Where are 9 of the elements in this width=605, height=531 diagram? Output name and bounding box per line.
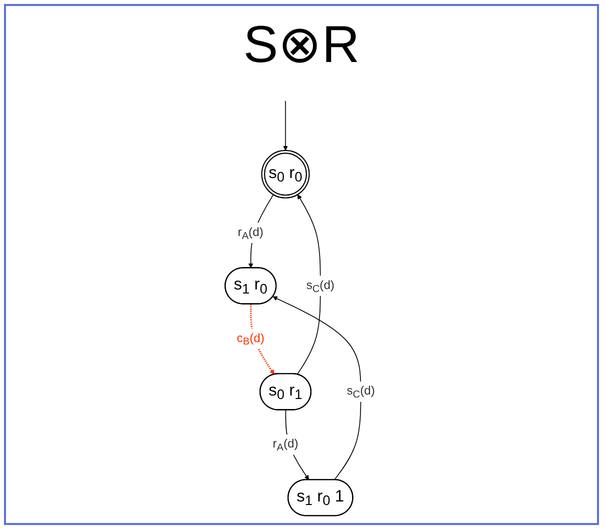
diagram-title: S⊗R <box>242 15 361 75</box>
arrow <box>296 194 321 375</box>
arrow <box>283 100 288 151</box>
edge-label: r$_{A}$(d) <box>238 224 264 242</box>
edge-label: s$_{C}$(d) <box>306 278 334 294</box>
node-circle: s$_{0}$ r$_{0}$ <box>261 150 310 198</box>
edge-label: c$_{B}$(d) <box>236 330 264 347</box>
edge-label: s$_{C}$(d) <box>346 384 375 400</box>
edge-label: r$_{A}$(d) <box>272 436 298 453</box>
